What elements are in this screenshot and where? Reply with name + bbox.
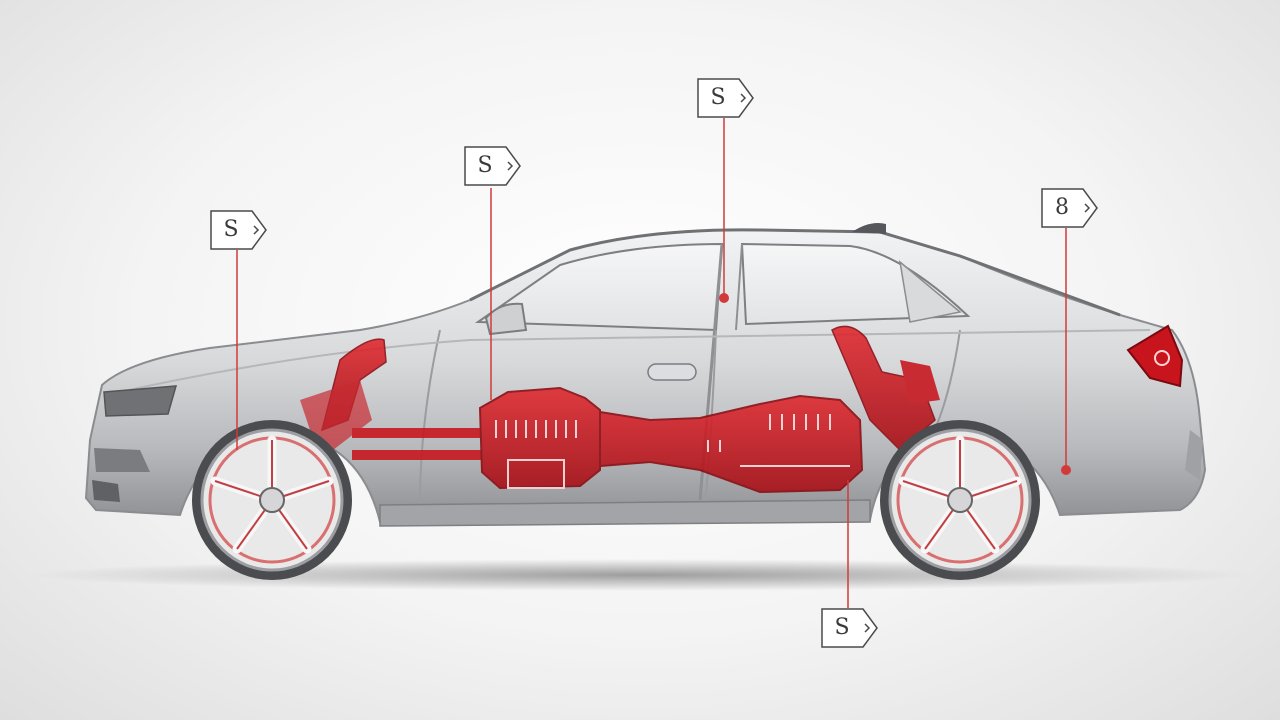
small-chevron-icon xyxy=(253,225,260,235)
callout-tag-4: 8 xyxy=(1041,188,1099,228)
rear-wheel xyxy=(880,420,1040,580)
tag-outline xyxy=(464,146,521,186)
callout-lines xyxy=(236,118,1067,608)
callout-label-2: S xyxy=(477,153,493,178)
ground-shadow xyxy=(30,559,1250,591)
front-wheel xyxy=(192,420,352,580)
small-chevron-icon xyxy=(1084,203,1091,213)
callout-dots xyxy=(719,293,1071,475)
callout-dot-3 xyxy=(719,293,729,303)
callout-label-5: S xyxy=(834,615,850,640)
callout-label-3: S xyxy=(710,85,726,110)
tag-outline xyxy=(697,78,754,118)
small-chevron-icon xyxy=(740,93,747,103)
small-chevron-icon xyxy=(507,161,514,171)
callout-tag-5: S xyxy=(821,608,879,648)
callout-label-4: 8 xyxy=(1055,195,1069,220)
tag-outline xyxy=(210,210,267,250)
callout-tag-1: S xyxy=(210,210,268,250)
tag-outline xyxy=(821,608,878,648)
small-chevron-icon xyxy=(864,623,871,633)
callout-dot-4 xyxy=(1061,465,1071,475)
car-body xyxy=(84,223,1207,527)
callout-tag-3: S xyxy=(697,78,755,118)
tag-outline xyxy=(1041,188,1098,228)
callout-label-1: S xyxy=(223,217,239,242)
callout-tag-2: S xyxy=(464,146,522,186)
